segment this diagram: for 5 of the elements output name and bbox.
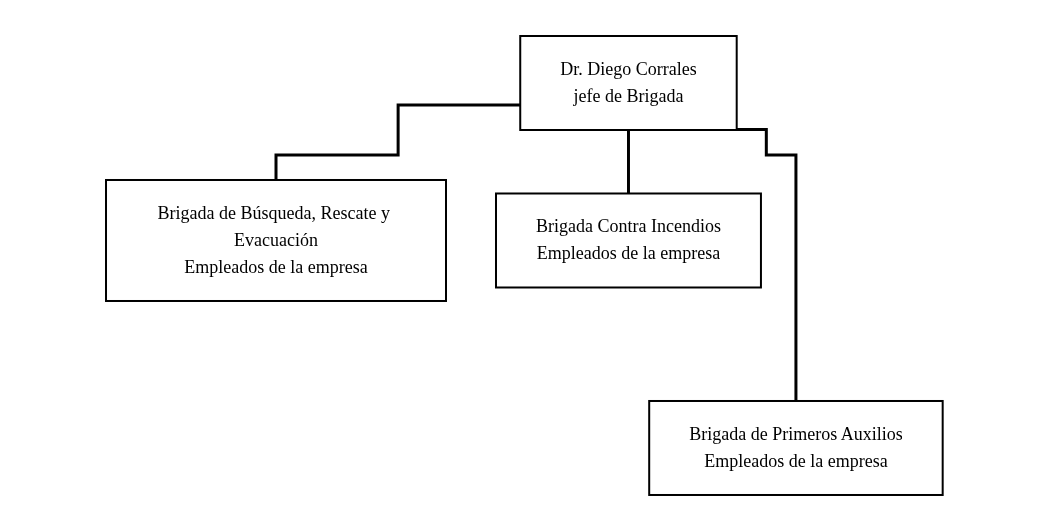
node-box: Dr. Diego Corrales jefe de Brigada [518,35,738,131]
node-box: Brigada de Primeros Auxilios Empleados de la empresa [647,400,944,496]
connector [274,103,520,182]
node-box: Brigada Contra Incendios Empleados de la empresa [494,192,762,289]
node-box: Brigada de Búsqueda, Rescate y Evacuación Empleados de la empresa [104,179,447,302]
